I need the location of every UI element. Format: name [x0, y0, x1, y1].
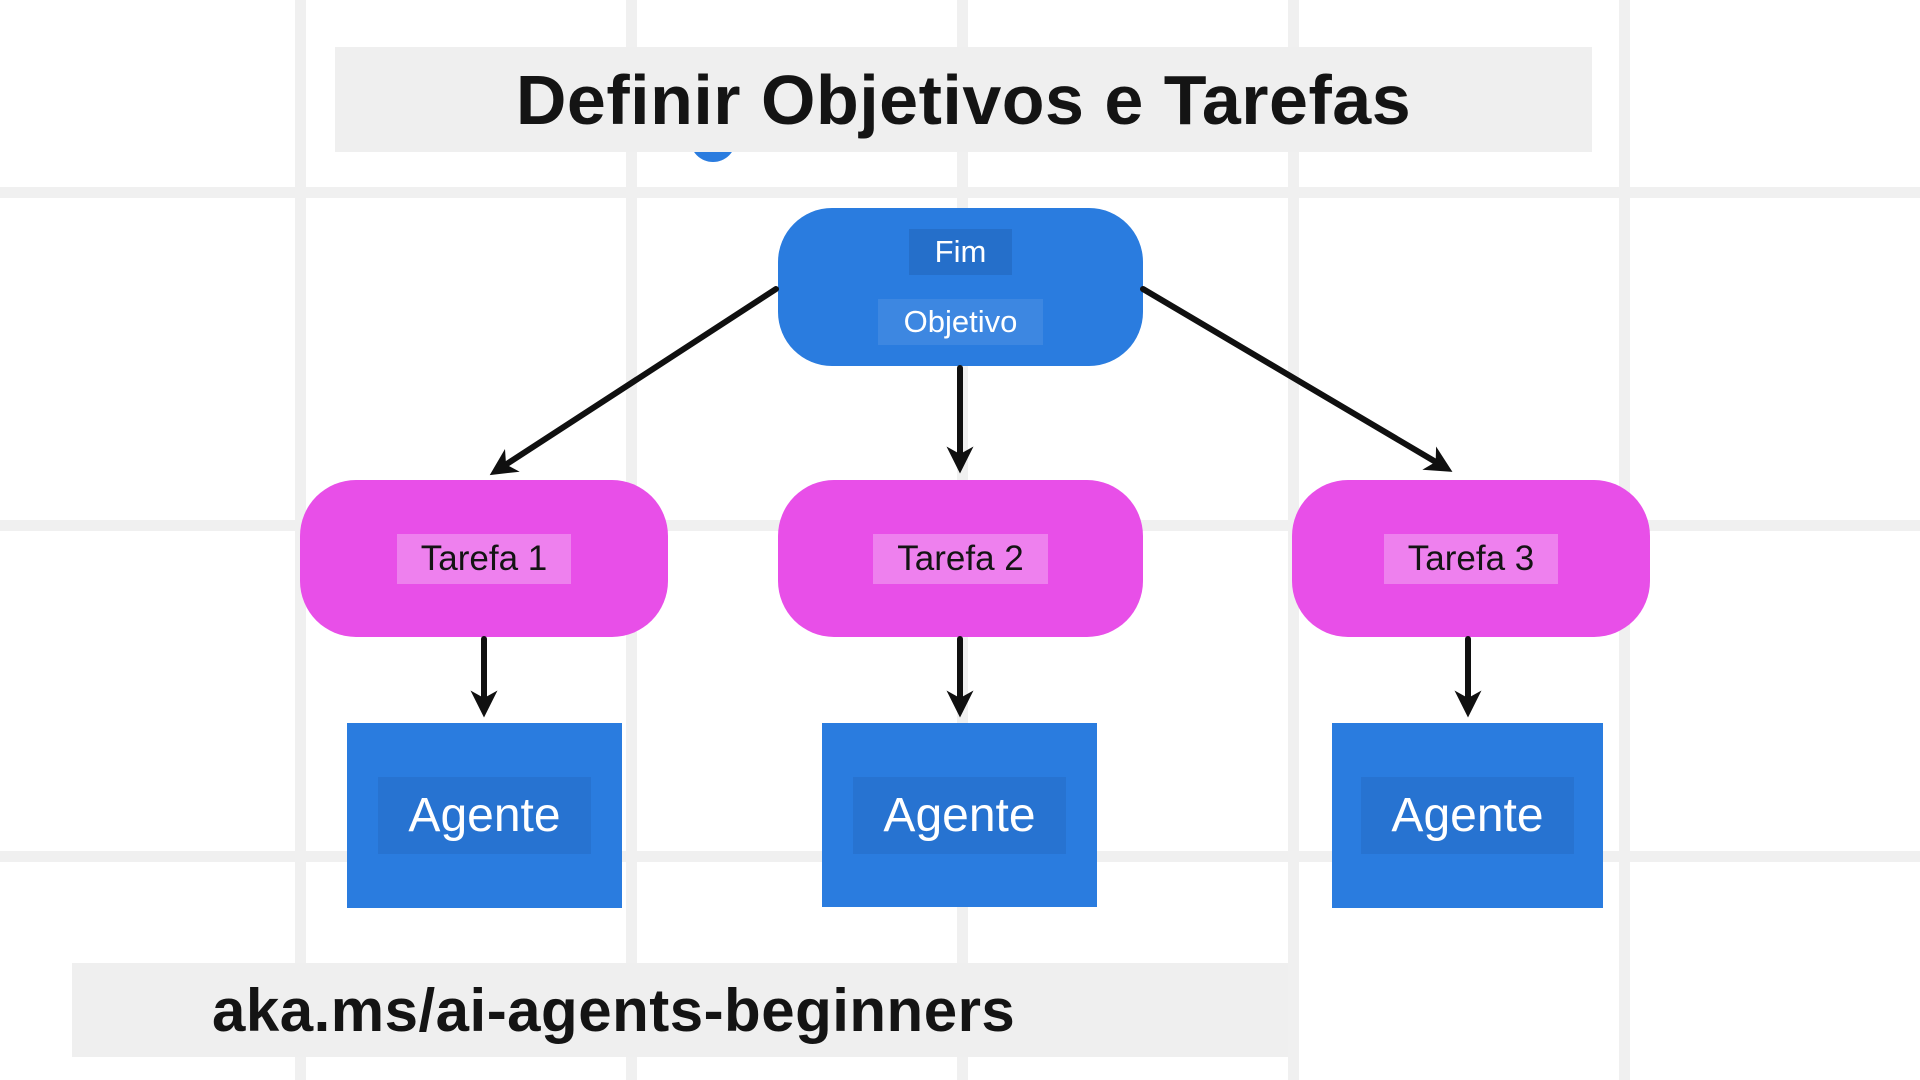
title-banner: Definir Objetivos e Tarefas [335, 47, 1592, 152]
grid-hline-1 [0, 187, 1920, 198]
node-tarefa-2: Tarefa 2 [778, 480, 1143, 637]
node-tarefa-3: Tarefa 3 [1292, 480, 1650, 637]
node-agente-1: Agente [347, 723, 622, 908]
node-objetivo-label-objetivo: Objetivo [877, 299, 1044, 345]
node-agente-2: Agente [822, 723, 1097, 907]
node-tarefa-2-label: Tarefa 2 [873, 533, 1048, 584]
node-agente-1-label: Agente [378, 777, 591, 854]
node-agente-3-label: Agente [1361, 777, 1574, 854]
node-tarefa-3-label: Tarefa 3 [1383, 533, 1559, 584]
footer-banner: aka.ms/ai-agents-beginners [72, 963, 1288, 1057]
node-objetivo: Fim Objetivo [778, 208, 1143, 366]
node-tarefa-1: Tarefa 1 [300, 480, 668, 637]
footer-link-text: aka.ms/ai-agents-beginners [212, 976, 1016, 1044]
node-agente-3: Agente [1332, 723, 1603, 908]
node-objetivo-label-fim: Fim [908, 229, 1013, 275]
page-title: Definir Objetivos e Tarefas [515, 60, 1412, 139]
node-agente-2-label: Agente [853, 776, 1066, 854]
node-tarefa-1-label: Tarefa 1 [396, 533, 572, 584]
